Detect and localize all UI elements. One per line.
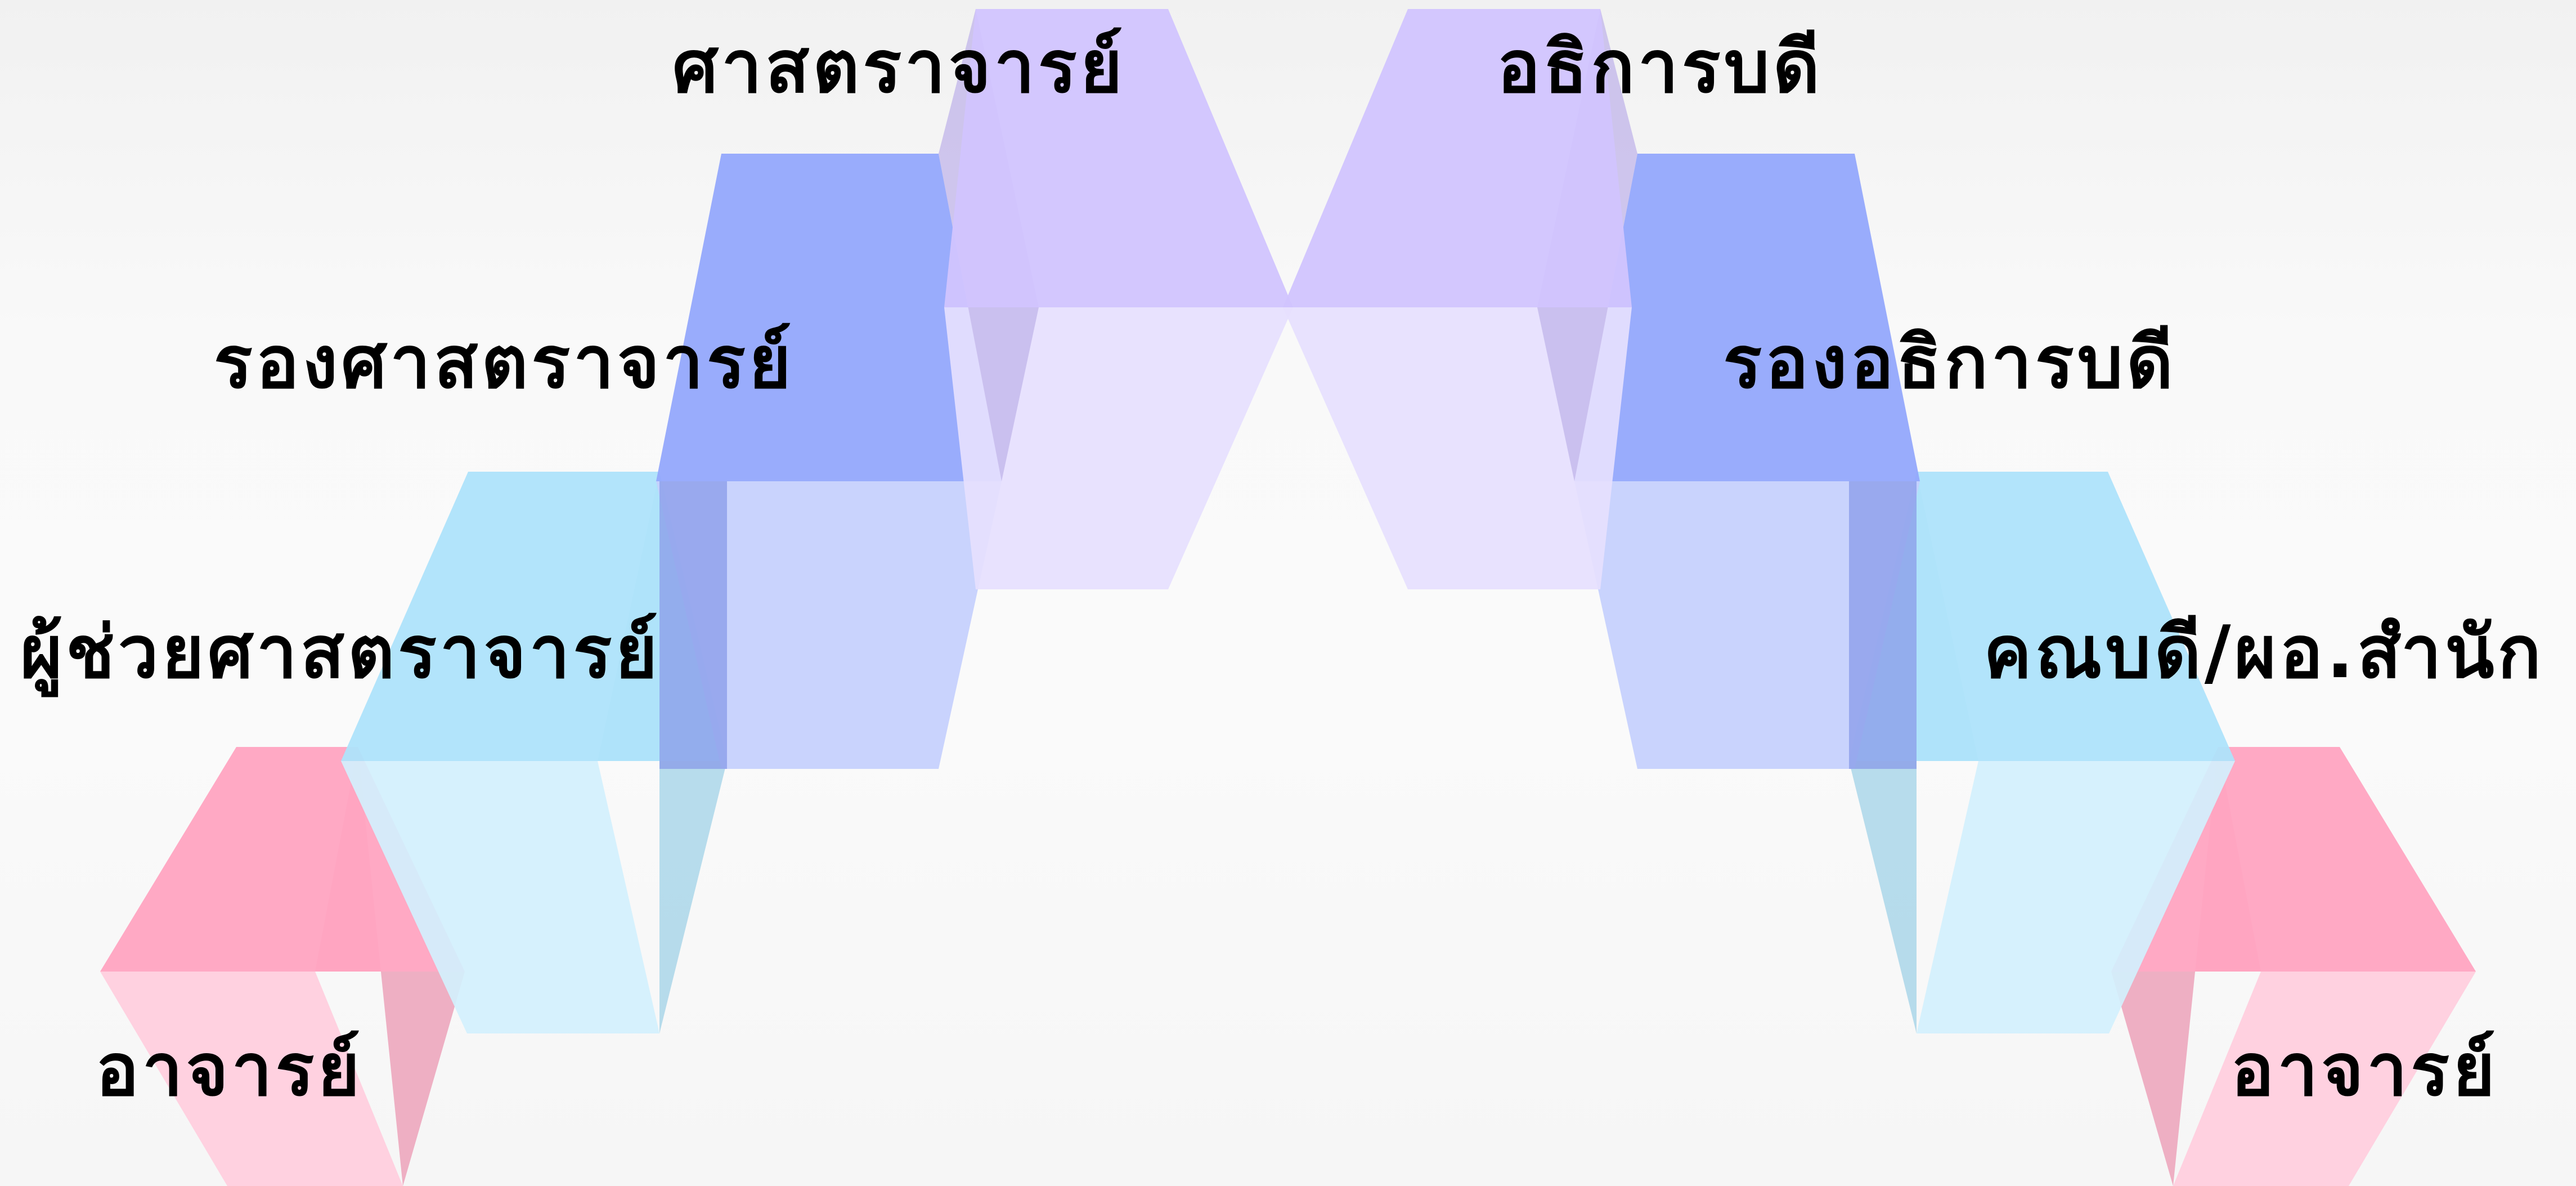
right-step-4-label: อธิการบดี — [1497, 32, 1824, 104]
right-step-2-label: คณบดี/ผอ.สำนัก — [1983, 617, 2544, 689]
right-step-3-side-face — [1849, 481, 1917, 769]
left-step-1-label: อาจารย์ — [96, 1035, 363, 1107]
left-step-3-side-face — [659, 481, 727, 769]
left-step-3-label: รองศาสตราจารย์ — [214, 327, 795, 399]
right-step-3-label: รองอธิการบดี — [1723, 327, 2176, 399]
right-step-1-label: อาจารย์ — [2231, 1035, 2498, 1107]
left-step-4-label: ศาสตราจารย์ — [672, 32, 1126, 104]
left-step-2-label: ผู้ช่วยศาสตราจารย์ — [20, 617, 661, 689]
